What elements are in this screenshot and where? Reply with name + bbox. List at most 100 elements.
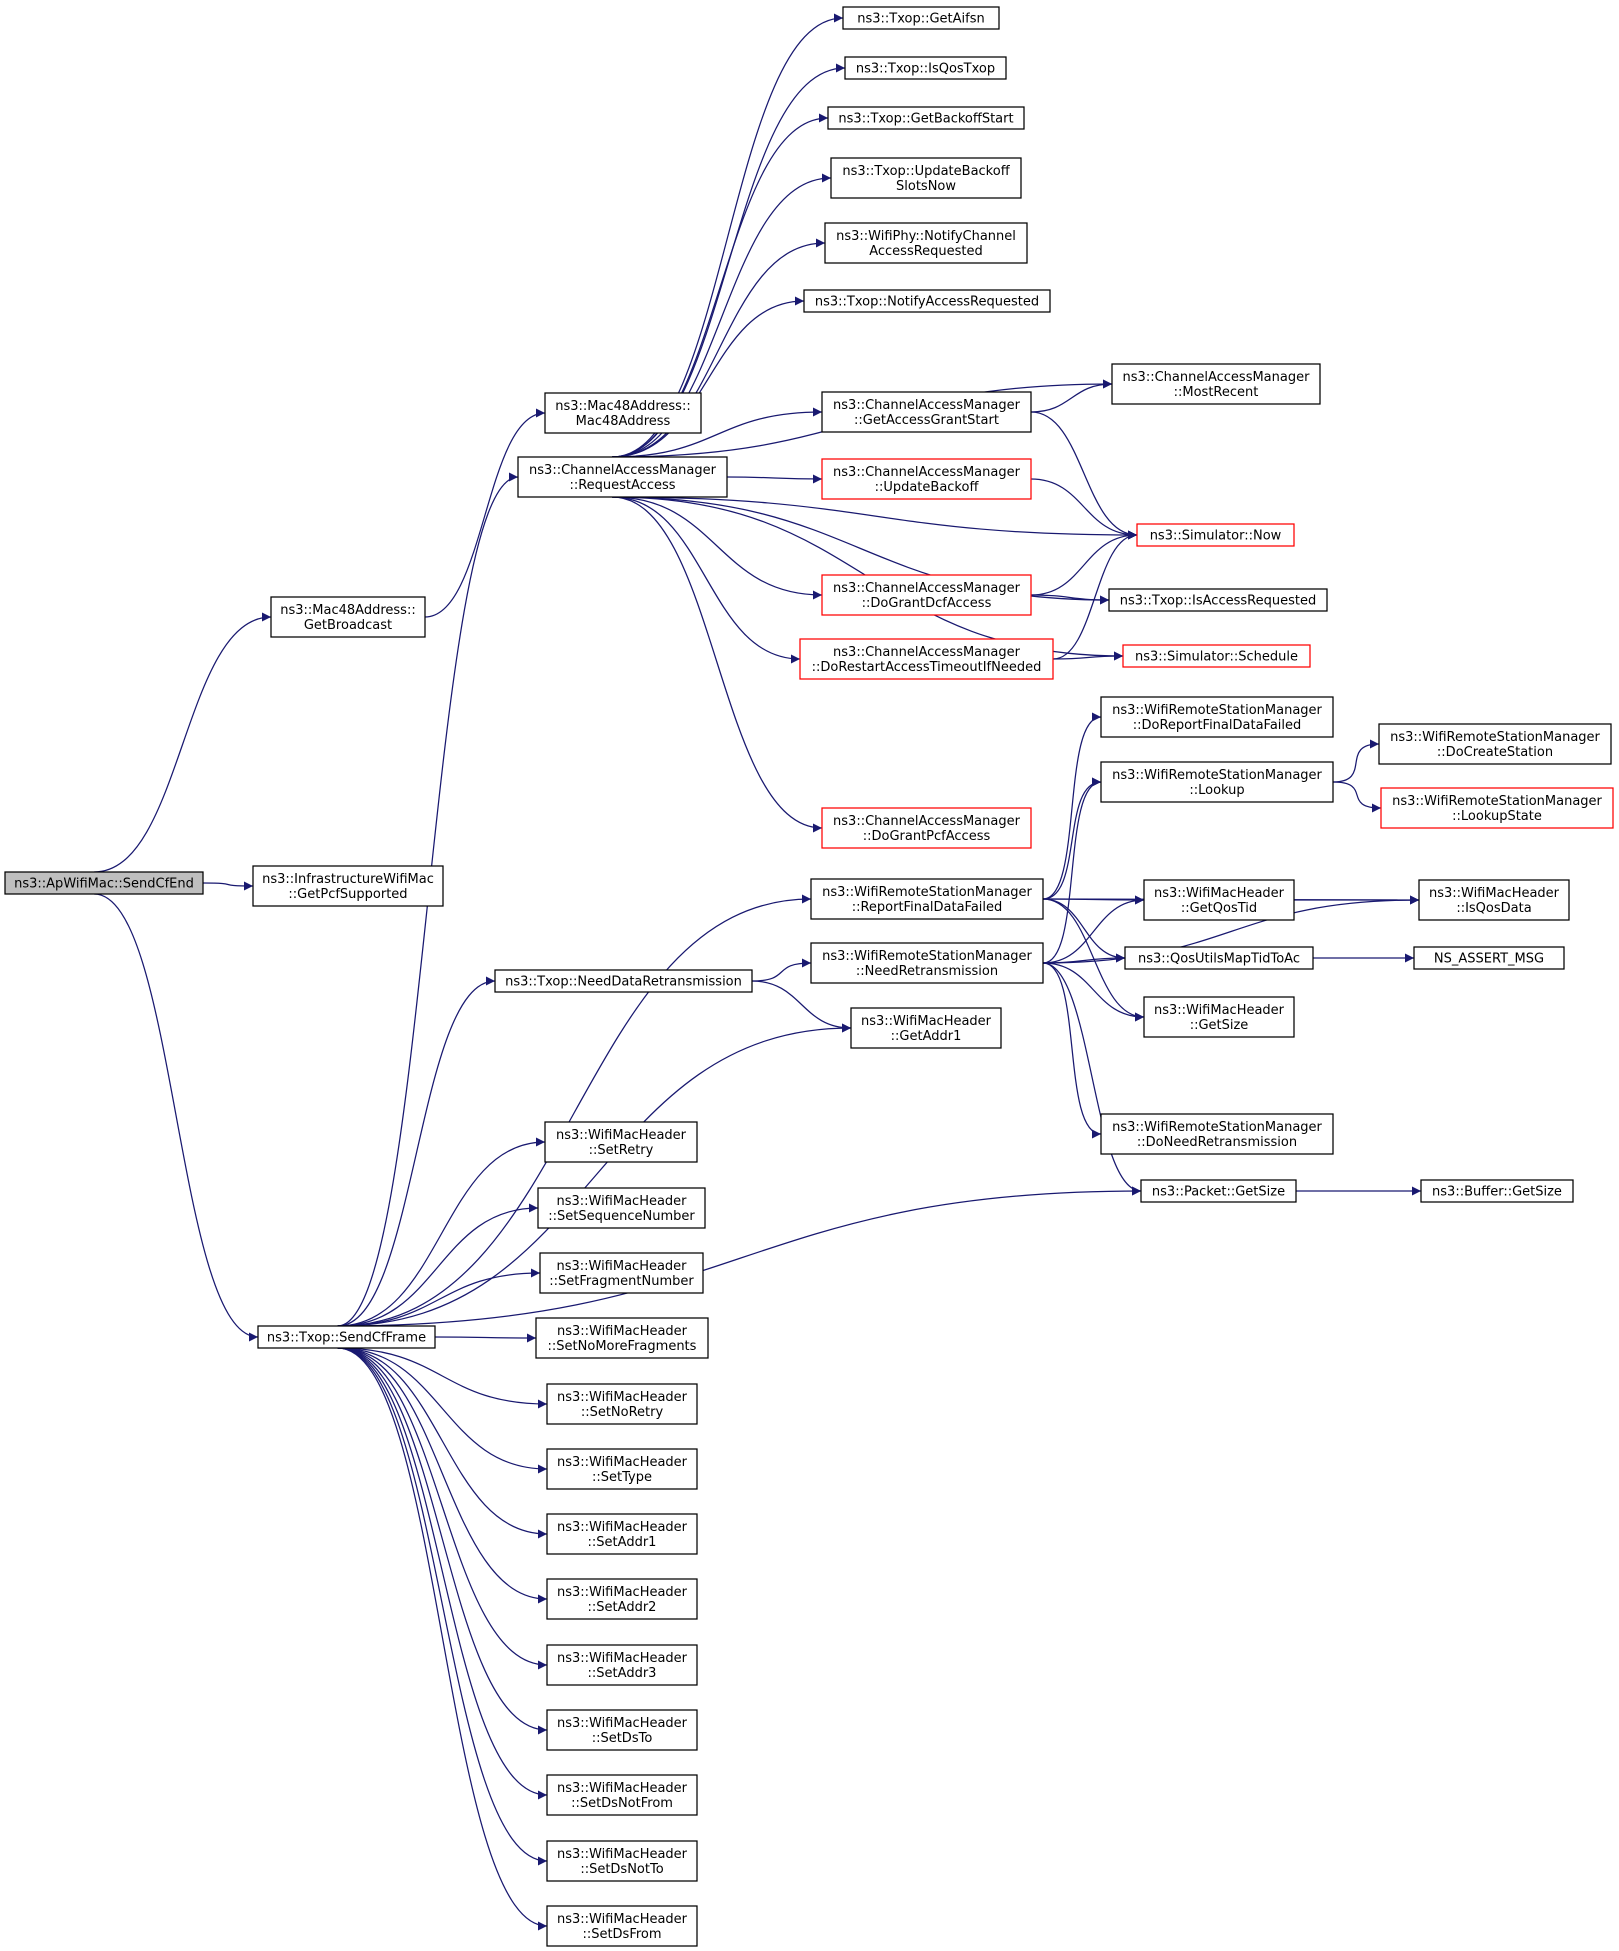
node-label-line: ::UpdateBackoff <box>875 480 980 495</box>
node-sendcfend[interactable]: ns3::ApWifiMac::SendCfEnd <box>4 871 204 895</box>
node-getqostid[interactable]: ns3::WifiMacHeader::GetQosTid <box>1143 879 1295 921</box>
node-getaccessgrantstart[interactable]: ns3::ChannelAccessManager::GetAccessGran… <box>821 391 1032 433</box>
node-now[interactable]: ns3::Simulator::Now <box>1136 523 1295 547</box>
node-box <box>537 1187 706 1229</box>
node-qosutilsmaptidtoac[interactable]: ns3::QosUtilsMapTidToAc <box>1124 946 1314 970</box>
node-box <box>1122 644 1311 668</box>
edge-line <box>337 1347 548 1604</box>
node-lookupstate[interactable]: ns3::WifiRemoteStationManager::LookupSta… <box>1380 787 1614 829</box>
node-mostrecent[interactable]: ns3::ChannelAccessManager::MostRecent <box>1111 363 1321 405</box>
node-label-line: ns3::Buffer::GetSize <box>1432 1185 1562 1200</box>
node-label-line: ns3::Txop::NeedDataRetransmission <box>505 975 742 990</box>
node-schedule[interactable]: ns3::Simulator::Schedule <box>1122 644 1311 668</box>
edge-reportfinaldatafailed-to-doreportfinaldatafailed <box>1042 712 1102 900</box>
node-setfragmentnumber[interactable]: ns3::WifiMacHeader::SetFragmentNumber <box>539 1252 704 1294</box>
node-dograntpcfaccess[interactable]: ns3::ChannelAccessManager::DoGrantPcfAcc… <box>821 807 1032 849</box>
node-notifyaccessrequested[interactable]: ns3::Txop::NotifyAccessRequested <box>803 289 1051 313</box>
edge-lookup-to-docreatestation <box>1332 739 1380 783</box>
edge-line <box>337 1347 548 1409</box>
edge-line <box>337 1268 541 1327</box>
node-setdsnotto[interactable]: ns3::WifiMacHeader::SetDsNotTo <box>546 1840 698 1882</box>
node-label-line: ::SetSequenceNumber <box>548 1209 695 1224</box>
node-hdrgetsize[interactable]: ns3::WifiMacHeader::GetSize <box>1143 996 1295 1038</box>
edge-line <box>612 496 1138 540</box>
edge-requestaccess-to-getaccessgrantstart <box>612 407 823 458</box>
node-reportfinaldatafailed[interactable]: ns3::WifiRemoteStationManager::ReportFin… <box>810 878 1044 920</box>
node-getpcfsupported[interactable]: ns3::InfrastructureWifiMac::GetPcfSuppor… <box>252 865 444 907</box>
node-label-line: ::GetSize <box>1190 1018 1249 1033</box>
node-setdsnotfrom[interactable]: ns3::WifiMacHeader::SetDsNotFrom <box>546 1774 698 1816</box>
node-label-line: ns3::ChannelAccessManager <box>833 581 1021 596</box>
node-doreportfinaldatafailed[interactable]: ns3::WifiRemoteStationManager::DoReportF… <box>1100 696 1334 738</box>
edge-line <box>612 238 826 458</box>
edge-line <box>612 173 832 458</box>
node-label-line: ns3::InfrastructureWifiMac <box>262 872 434 887</box>
node-isqostxop[interactable]: ns3::Txop::IsQosTxop <box>844 56 1007 80</box>
node-setsequencenumber[interactable]: ns3::WifiMacHeader::SetSequenceNumber <box>537 1187 706 1229</box>
node-label-line: ::DoGrantPcfAccess <box>863 829 991 844</box>
edge-requestaccess-to-dograntdcfaccess <box>612 496 823 600</box>
node-setnomorefragments[interactable]: ns3::WifiMacHeader::SetNoMoreFragments <box>535 1317 709 1359</box>
node-buffergetsize[interactable]: ns3::Buffer::GetSize <box>1420 1179 1574 1203</box>
node-isaccessrequested[interactable]: ns3::Txop::IsAccessRequested <box>1108 588 1328 612</box>
edge-line <box>337 1347 548 1931</box>
node-dorestartaccess[interactable]: ns3::ChannelAccessManager::DoRestartAcce… <box>799 638 1054 680</box>
edge-getbroadcast-to-mac48address <box>424 408 546 618</box>
node-updatebackoff[interactable]: ns3::ChannelAccessManager::UpdateBackoff <box>821 458 1032 500</box>
node-label-line: ns3::ApWifiMac::SendCfEnd <box>14 877 194 892</box>
node-label-line: ns3::Txop::SendCfFrame <box>267 1331 426 1346</box>
node-setaddr1[interactable]: ns3::WifiMacHeader::SetAddr1 <box>546 1513 698 1555</box>
edge-reportfinaldatafailed-to-hdrgetsize <box>1042 898 1145 1022</box>
node-label-line: ns3::WifiMacHeader <box>557 1912 688 1927</box>
node-ns_assert_msg[interactable]: NS_ASSERT_MSG <box>1413 946 1565 970</box>
edge-dorestartaccess-to-schedule <box>1052 651 1124 661</box>
node-requestaccess[interactable]: ns3::ChannelAccessManager::RequestAccess <box>517 456 728 498</box>
node-label-line: ::SetAddr2 <box>588 1600 657 1615</box>
edge-line <box>726 474 823 484</box>
node-setaddr3[interactable]: ns3::WifiMacHeader::SetAddr3 <box>546 1644 698 1686</box>
node-label-line: ::SetAddr3 <box>588 1666 657 1681</box>
node-box <box>842 6 1000 30</box>
edge-requestaccess-to-dograntpcfaccess <box>612 496 823 833</box>
node-packetgetsize[interactable]: ns3::Packet::GetSize <box>1140 1179 1297 1203</box>
node-setaddr2[interactable]: ns3::WifiMacHeader::SetAddr2 <box>546 1578 698 1620</box>
edge-line <box>337 1347 548 1670</box>
node-box <box>821 807 1032 849</box>
edge-line <box>1332 739 1380 783</box>
node-setdsfrom[interactable]: ns3::WifiMacHeader::SetDsFrom <box>546 1905 698 1947</box>
edge-reportfinaldatafailed-to-lookup <box>1042 777 1102 900</box>
edge-sendcfend-to-getbroadcast <box>94 612 272 873</box>
edge-line <box>1042 895 1145 905</box>
node-getaddr1[interactable]: ns3::WifiMacHeader::GetAddr1 <box>850 1007 1002 1049</box>
node-setdsto[interactable]: ns3::WifiMacHeader::SetDsTo <box>546 1709 698 1751</box>
node-lookup[interactable]: ns3::WifiRemoteStationManager::Lookup <box>1100 761 1334 803</box>
edge-sendcfend-to-getpcfsupported <box>202 881 254 891</box>
node-dograntdcfaccess[interactable]: ns3::ChannelAccessManager::DoGrantDcfAcc… <box>821 574 1032 616</box>
node-getbackoffstart[interactable]: ns3::Txop::GetBackoffStart <box>827 106 1025 130</box>
node-mac48address[interactable]: ns3::Mac48Address::Mac48Address <box>544 392 702 434</box>
edge-line <box>424 408 546 618</box>
node-box <box>4 871 204 895</box>
node-setretry[interactable]: ns3::WifiMacHeader::SetRetry <box>544 1121 698 1163</box>
node-notifychannelaccess[interactable]: ns3::WifiPhy::NotifyChannelAccessRequest… <box>824 222 1028 264</box>
edge-line <box>337 1347 548 1866</box>
edge-requestaccess-to-notifyaccessrequested <box>612 296 805 458</box>
node-getaifsn[interactable]: ns3::Txop::GetAifsn <box>842 6 1000 30</box>
node-sendcfframe[interactable]: ns3::Txop::SendCfFrame <box>257 1325 436 1349</box>
node-needretransmission[interactable]: ns3::WifiRemoteStationManager::NeedRetra… <box>810 942 1044 984</box>
node-setnoretry[interactable]: ns3::WifiMacHeader::SetNoRetry <box>546 1383 698 1425</box>
node-isqosdata[interactable]: ns3::WifiMacHeader::IsQosData <box>1418 879 1570 921</box>
node-doneedretransmission[interactable]: ns3::WifiRemoteStationManager::DoNeedRet… <box>1100 1113 1334 1155</box>
node-needdataretransmission[interactable]: ns3::Txop::NeedDataRetransmission <box>494 969 753 993</box>
edge-needretransmission-to-doneedretransmission <box>1042 962 1102 1139</box>
edge-line <box>337 1347 548 1800</box>
edge-sendcfframe-to-setnomorefragments <box>434 1333 537 1343</box>
node-label-line: ns3::WifiRemoteStationManager <box>1112 768 1322 783</box>
node-getbroadcast[interactable]: ns3::Mac48Address::GetBroadcast <box>270 596 426 638</box>
node-docreatestation[interactable]: ns3::WifiRemoteStationManager::DoCreateS… <box>1378 723 1612 765</box>
node-settype[interactable]: ns3::WifiMacHeader::SetType <box>546 1448 698 1490</box>
edge-getaccessgrantstart-to-mostrecent <box>1030 379 1113 413</box>
node-label-line: ::ReportFinalDataFailed <box>852 900 1003 915</box>
node-label-line: ns3::WifiMacHeader <box>557 1781 688 1796</box>
